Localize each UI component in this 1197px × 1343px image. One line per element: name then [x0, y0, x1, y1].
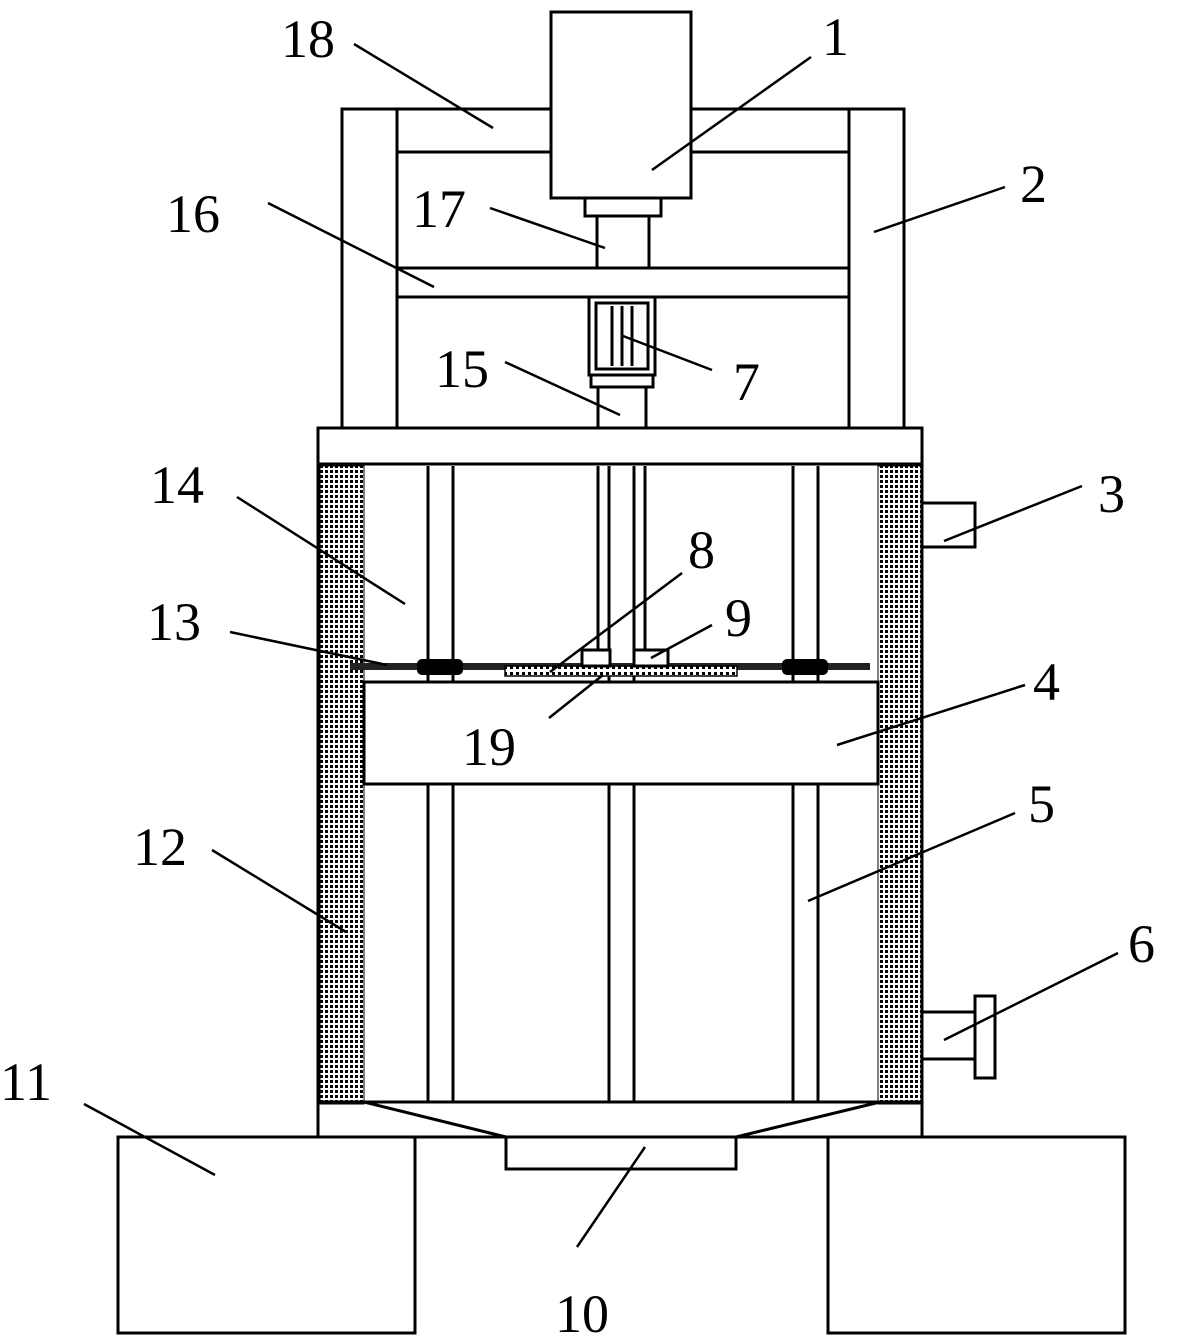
leader-7	[622, 334, 713, 372]
leader-9	[650, 623, 713, 660]
label-6: 6	[1128, 914, 1155, 974]
gearbox-bottom-flange	[589, 373, 655, 389]
label-12: 12	[133, 817, 187, 877]
discharge-outlet	[504, 1133, 738, 1171]
label-8: 8	[688, 520, 715, 580]
label-13: 13	[147, 592, 201, 652]
motor	[549, 10, 693, 200]
leader-19	[548, 674, 604, 719]
label-4: 4	[1033, 652, 1060, 712]
label-2: 2	[1020, 154, 1047, 214]
label-1: 1	[822, 7, 849, 67]
label-3: 3	[1098, 464, 1125, 524]
scraper-block-left	[417, 659, 463, 675]
leader-8	[549, 572, 683, 673]
right-filter-mesh	[877, 465, 922, 1105]
leader-13	[229, 630, 388, 667]
drive-shaft-upper	[595, 214, 651, 270]
leader-2	[873, 185, 1006, 234]
label-7: 7	[733, 352, 760, 412]
left-filter-mesh	[319, 465, 365, 1105]
label-5: 5	[1028, 774, 1055, 834]
leader-10	[575, 1146, 647, 1248]
label-10: 10	[555, 1284, 609, 1343]
label-9: 9	[725, 588, 752, 648]
label-19: 19	[462, 717, 516, 777]
label-17: 17	[412, 179, 466, 239]
middle-crossbar	[395, 266, 851, 299]
label-18: 18	[281, 9, 335, 69]
funnel-left-edge	[363, 1100, 507, 1139]
leader-14	[236, 495, 406, 606]
funnel-right-edge	[735, 1100, 881, 1139]
rotating-disc	[504, 665, 738, 677]
motor-coupling	[583, 196, 663, 218]
label-15: 15	[435, 339, 489, 399]
leader-15	[504, 360, 621, 417]
leader-16	[267, 201, 435, 289]
frame-left-post	[340, 107, 399, 430]
drain-valve-flange	[973, 994, 997, 1080]
leader-11	[83, 1102, 216, 1177]
leader-5	[807, 811, 1016, 903]
label-14: 14	[150, 455, 204, 515]
tank-body	[316, 462, 924, 1139]
frame-right-post	[847, 107, 906, 430]
leader-17	[489, 206, 606, 250]
label-16: 16	[166, 184, 220, 244]
pressing-plate	[362, 680, 880, 786]
right-support-base	[826, 1135, 1127, 1335]
leader-12	[211, 848, 347, 934]
drain-pipe	[920, 1010, 979, 1061]
left-support-base	[116, 1135, 417, 1335]
leader-3	[943, 484, 1083, 543]
leader-18	[353, 42, 494, 130]
leader-1	[651, 55, 812, 172]
bracket-left	[580, 648, 612, 668]
leader-4	[836, 683, 1026, 747]
tank-top-cover	[316, 426, 924, 466]
label-11: 11	[0, 1052, 52, 1112]
scraper-block-right	[782, 659, 828, 675]
leader-6	[943, 951, 1119, 1042]
